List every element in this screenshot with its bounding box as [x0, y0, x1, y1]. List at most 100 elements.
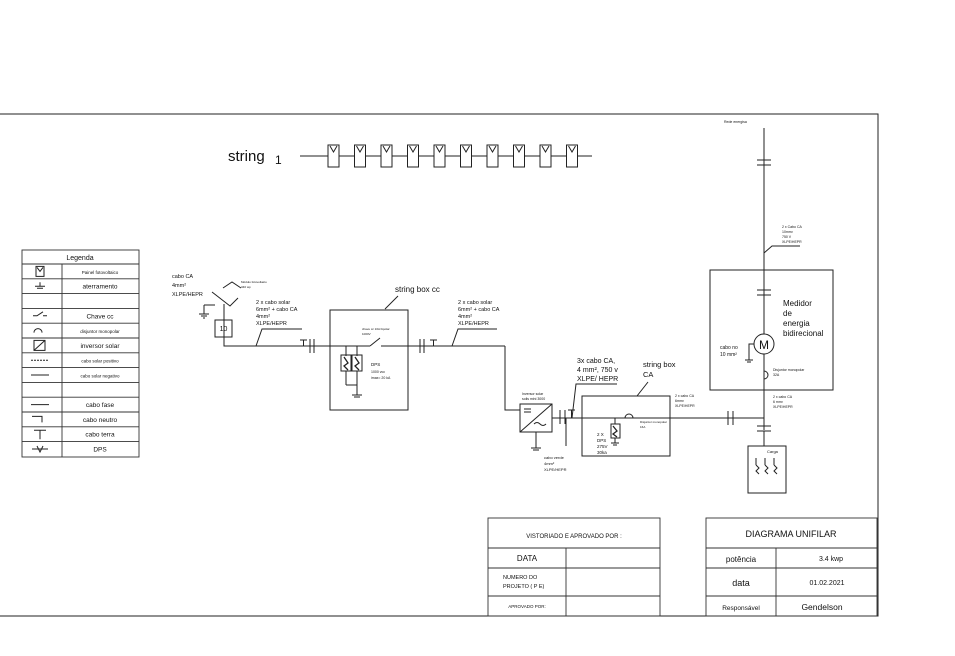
- pv-panel-icon: [486, 144, 499, 168]
- legend-row: cabo neutro: [22, 415, 139, 428]
- dps-ca-1: 2 X: [597, 432, 604, 437]
- dps-ca-2: DPS: [597, 438, 606, 443]
- meter-cable-1: cabo no: [720, 345, 738, 351]
- inverter-note-1: Inversor solar: [522, 392, 544, 396]
- pv-panel-icon: [566, 144, 578, 168]
- string-box-cc: string box cc chave cc 10A bipolar 1000V…: [329, 285, 440, 411]
- legend-label: disjuntor monopolar: [80, 329, 120, 334]
- pv-panel-icon: [433, 144, 446, 168]
- pv-panel-icon: [35, 265, 45, 277]
- breaker-ca-note-2: 16A: [640, 425, 645, 429]
- legend-label: cabo terra: [85, 432, 115, 439]
- cable5-line3: 750 V: [782, 235, 792, 239]
- meter-cable-2: 10 mm²: [720, 352, 737, 358]
- cable1-line2: 6mm² + cabo CA: [256, 307, 298, 313]
- dps-ca-4: 30ka: [597, 450, 607, 455]
- power-value: 3.4 kwp: [819, 556, 843, 563]
- pv-string: string 1: [228, 144, 592, 168]
- title-block-title: DIAGRAMA UNIFILAR: [745, 529, 837, 539]
- legend-label: cabo solar positivo: [81, 359, 119, 364]
- pv-cable-line1: cabo CA: [172, 274, 193, 280]
- legend-row: Painel fotovoltaico: [22, 265, 139, 280]
- dps-ca-3: 275V: [597, 444, 608, 449]
- legend-row: DPS: [32, 445, 107, 454]
- legend-row: cabo solar negativo: [22, 374, 139, 383]
- cable4-line1: 2 x cabo CA: [675, 394, 695, 398]
- cable3-line2: 4 mm², 750 v: [577, 367, 618, 374]
- pv-panel-icon: [407, 144, 419, 168]
- load-label: Carga: [767, 449, 779, 454]
- legend-row: cabo solar positivo: [22, 359, 139, 369]
- dps-cc-icon: [340, 346, 363, 398]
- legend-row: aterramento: [22, 282, 139, 295]
- breaker-meter-2: 32A: [773, 373, 780, 377]
- string-box-cc-label: string box cc: [395, 285, 440, 294]
- string-index: 1: [275, 153, 282, 167]
- legend-label: cabo solar negativo: [80, 374, 120, 379]
- cable2-line2: 6mm² + cabo CA: [458, 307, 500, 313]
- dc-switch-icon: [33, 311, 47, 317]
- legend-label: cabo fase: [86, 402, 115, 409]
- load-box: Carga: [747, 445, 787, 494]
- cable6-line1: 2 x cabo CA: [773, 395, 793, 399]
- date-row-label: data: [732, 578, 750, 588]
- legend-row: cabo fase: [22, 402, 139, 413]
- date-label: DATA: [517, 554, 538, 563]
- responsible-label: Responsável: [722, 605, 760, 612]
- pv-panel-icon: [327, 144, 340, 168]
- string-box-ca: string box CA Disjuntor monopolar 16A 2 …: [581, 360, 676, 457]
- dps-icon: [32, 445, 48, 454]
- green-cable-2: 4mm²: [544, 461, 555, 466]
- date-value: 01.02.2021: [809, 580, 844, 587]
- meter-text-4: bidirecional: [783, 329, 824, 338]
- cable5-line2: 10mm²: [782, 230, 794, 234]
- pv-panel-icon: [539, 144, 552, 168]
- cable6-line2: 6 mm²: [773, 400, 784, 404]
- cable6-line3: XLPE/HEPR: [773, 405, 793, 409]
- title-block: DIAGRAMA UNIFILAR potência 3.4 kwp data …: [705, 517, 878, 617]
- breaker-ca-note-1: Disjuntor monopolar: [640, 420, 667, 424]
- cable1-line1: 2 x cabo solar: [256, 300, 290, 306]
- module-note-2: 340 wp: [241, 285, 251, 289]
- power-label: potência: [726, 555, 757, 564]
- string-box-ca-1: string box: [643, 360, 676, 369]
- green-cable-3: XLPE/HEPR: [544, 467, 567, 472]
- pv-cable-line2: 4mm²: [172, 283, 186, 289]
- string-box-ca-2: CA: [643, 370, 653, 379]
- legend-title: Legenda: [66, 255, 93, 262]
- dc-switch-note-1: chave cc 10A bipolar: [362, 327, 390, 331]
- pv-panel-icon: [513, 144, 525, 168]
- cable2-line4: XLPE/HEPR: [458, 321, 489, 327]
- pv-panel-row: [327, 144, 578, 168]
- legend-label: inversor solar: [80, 343, 120, 350]
- grid-label: Rede energisa: [724, 120, 747, 124]
- pv-panel-icon: [380, 144, 393, 168]
- dps-cc-2: 1000 vcc: [371, 370, 385, 374]
- approval-table: VISTORIADO E APROVADO POR : DATA NUMERO …: [487, 517, 661, 617]
- approval-header: VISTORIADO E APROVADO POR :: [526, 534, 622, 540]
- project-label-2: PROJETO ( P E): [503, 584, 545, 590]
- breaker-meter-1: Disjuntor monopolar: [773, 368, 805, 372]
- string-label: string: [228, 148, 265, 165]
- legend: Legenda Painel fotovoltaicoaterramentoCh…: [21, 249, 140, 458]
- cable3-line3: XLPE/ HEPR: [577, 376, 618, 383]
- meter-text-2: de: [783, 309, 792, 318]
- dc-switch-note-2: 1000V: [362, 332, 371, 336]
- responsible-value: Gendelson: [801, 602, 842, 612]
- cable3-line1: 3x cabo CA,: [577, 358, 615, 365]
- cable4-line3: XLPE/HEPR: [675, 404, 695, 408]
- pv-panel-icon: [354, 144, 366, 168]
- earth-cable-icon: [34, 429, 46, 440]
- legend-label: DPS: [93, 447, 107, 454]
- project-label-1: NUMERO DO: [503, 575, 538, 581]
- cable5-line1: 2 x Cabo CA: [782, 225, 803, 229]
- neutral-cable-icon: [32, 415, 43, 423]
- legend-row: inversor solar: [22, 339, 139, 354]
- cable1-line3: 4mm²: [256, 314, 270, 320]
- dps-cc-1: DPS: [371, 362, 380, 367]
- cable4-line2: 6mm²: [675, 399, 685, 403]
- green-cable-1: cabo verde: [544, 455, 565, 460]
- module-note-1: Módulo fotovoltaico: [241, 280, 267, 284]
- inverter-icon: [33, 339, 46, 351]
